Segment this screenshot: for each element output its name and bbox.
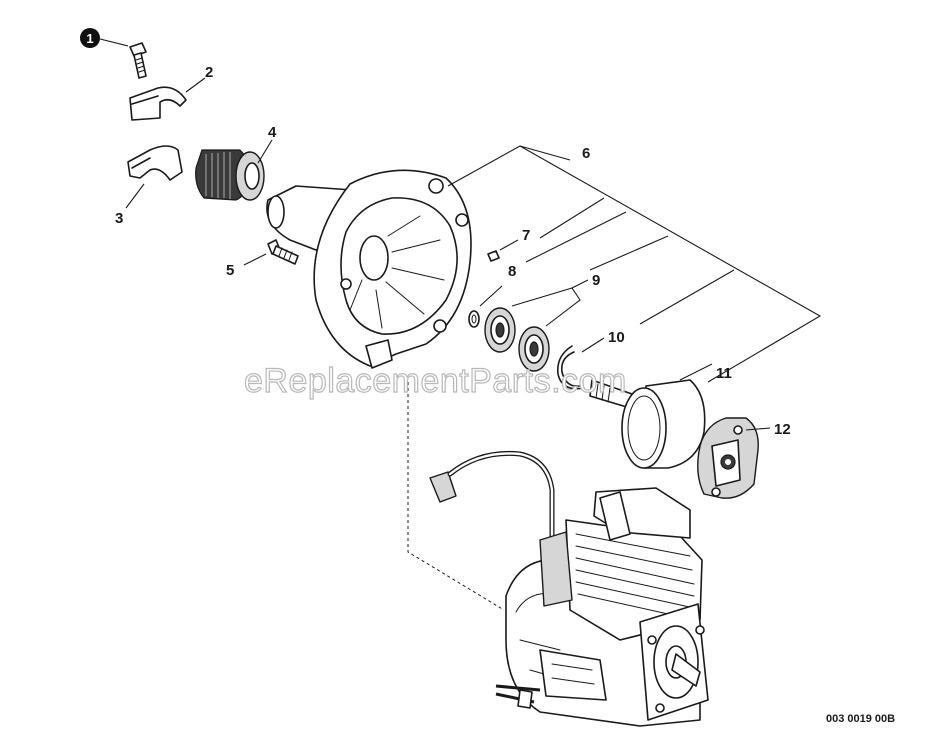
reference-code: 003 0019 00B [826,713,895,725]
part-10-snap-ring [556,345,585,390]
part-6-fan-housing [266,169,472,369]
part-8-label: 8 [508,263,516,280]
part-2-label: 2 [205,64,213,81]
part-7-pin [487,250,500,262]
part-1-callout: 1 [80,28,100,48]
engine-assembly [429,450,709,727]
part-11-label: 11 [716,365,732,382]
part-9-bearing-a [484,307,516,353]
part-9-label: 9 [592,272,600,289]
part-9-bearing-b [518,326,550,372]
part-5-label: 5 [226,262,234,279]
part-2-clamp [129,86,187,121]
part-4-label: 4 [268,124,277,141]
part-3-label: 3 [115,210,123,227]
part-8-washer [468,310,480,328]
part-12-label: 12 [774,421,791,438]
part-3-clamp [127,145,183,181]
part-12-clutch-shoe [697,417,759,499]
part-1-bolt [129,42,147,79]
watermark: eReplacementParts.com [244,362,627,400]
part-11-clutch-drum [589,379,706,469]
part-4-coupling [195,149,265,201]
part-5-screw [267,239,299,265]
part-6-label: 6 [582,145,590,162]
part-7-label: 7 [522,227,530,244]
part-10-label: 10 [608,329,625,346]
part-1-label: 1 [86,31,93,46]
